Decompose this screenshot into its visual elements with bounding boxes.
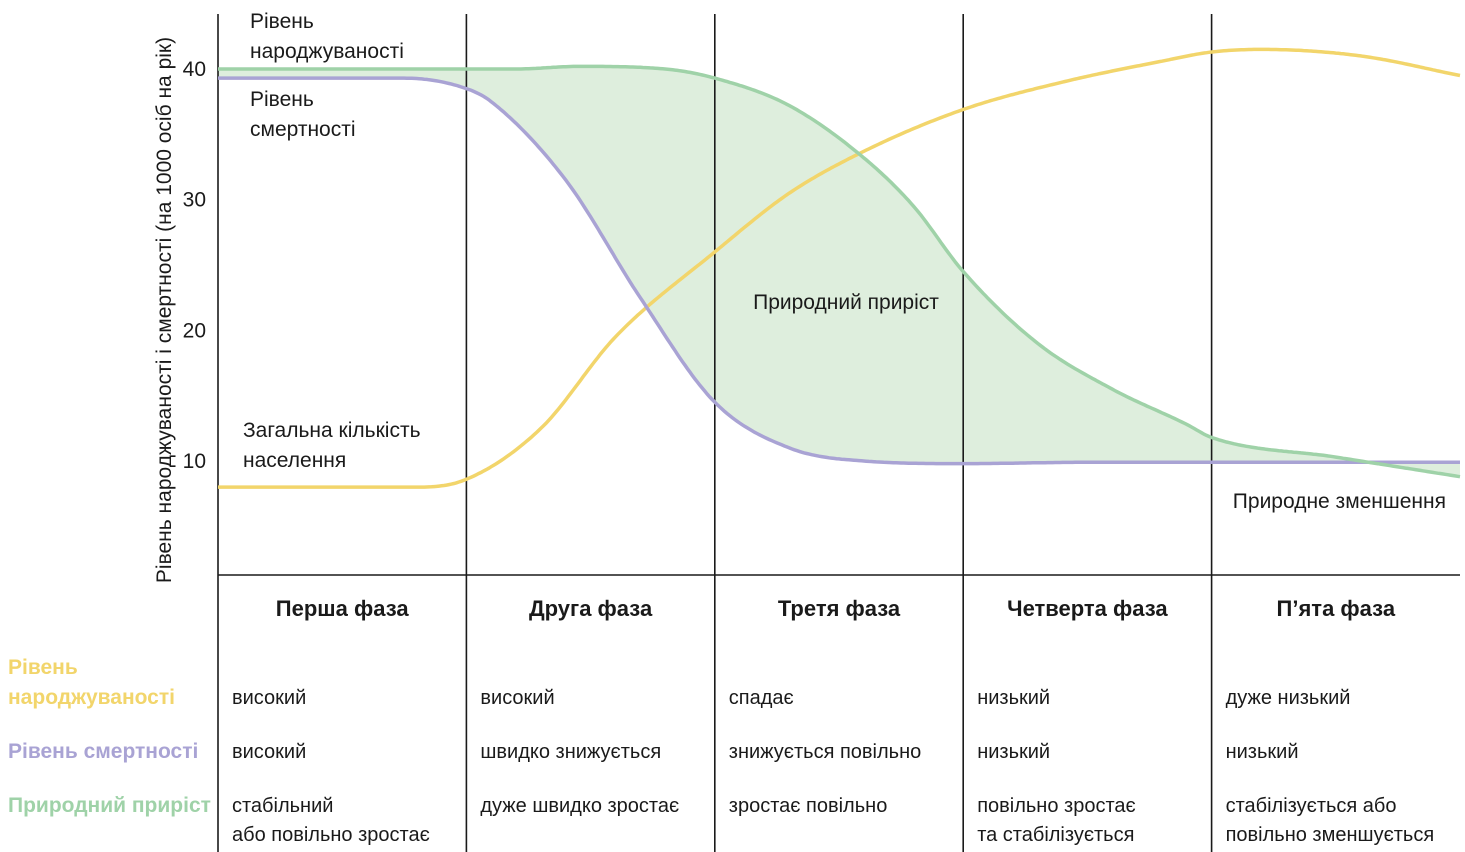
table-cell: повільно зростає [977,795,1136,817]
phase-header: Перша фаза [276,596,410,621]
phase-header: П’ята фаза [1277,596,1396,621]
table-row-label: Природний приріст [8,794,211,817]
birth-rate-annotation: Рівень [250,10,314,33]
table-cell: швидко знижується [480,741,661,763]
y-tick-label: 40 [183,58,206,81]
phase-header: Четверта фаза [1007,596,1168,621]
natural-decline-annotation: Природне зменшення [1233,490,1446,513]
table-cell: спадає [729,687,794,709]
table-cell: високий [232,741,306,763]
table-cell: та стабілізується [977,824,1134,846]
natural-growth-area [218,66,1460,477]
death-rate-line [218,76,1460,466]
y-tick-label: 30 [183,189,206,212]
population-annotation: населення [243,449,346,472]
table-cell: низький [977,741,1050,763]
table-cell: високий [232,687,306,709]
table-cell: зростає повільно [729,795,888,817]
death-rate-annotation: Рівень [250,88,314,111]
table-cell: стабілізується або [1226,795,1397,817]
table-cell: дуже швидко зростає [480,795,679,817]
table-cell: або повільно зростає [232,824,430,846]
birth-rate-line [218,64,1461,479]
phase-header: Третя фаза [778,596,901,621]
table-row-label: Рівень [8,656,78,679]
table-cell: стабільний [232,795,333,817]
table-cell: дуже низький [1226,687,1351,709]
population-line [218,47,1461,489]
birth-rate-annotation: народжуваності [250,40,404,63]
table-row-label: Рівень смертності [8,740,198,763]
table-cell: низький [977,687,1050,709]
population-annotation: Загальна кількість [243,419,421,442]
table-cell: знижується повільно [729,741,921,763]
table-cell: повільно зменшується [1226,824,1435,846]
y-axis-label: Рівень народжуваності і смертності (на 1… [153,37,176,583]
table-cell: високий [480,687,554,709]
death-rate-annotation: смертності [250,118,356,141]
table-row-label: народжуваності [8,686,175,709]
phase-header: Друга фаза [529,596,653,621]
table-cell: низький [1226,741,1299,763]
natural-growth-annotation: Природний приріст [753,291,939,314]
y-tick-label: 20 [183,319,206,342]
y-tick-label: 10 [183,450,206,473]
